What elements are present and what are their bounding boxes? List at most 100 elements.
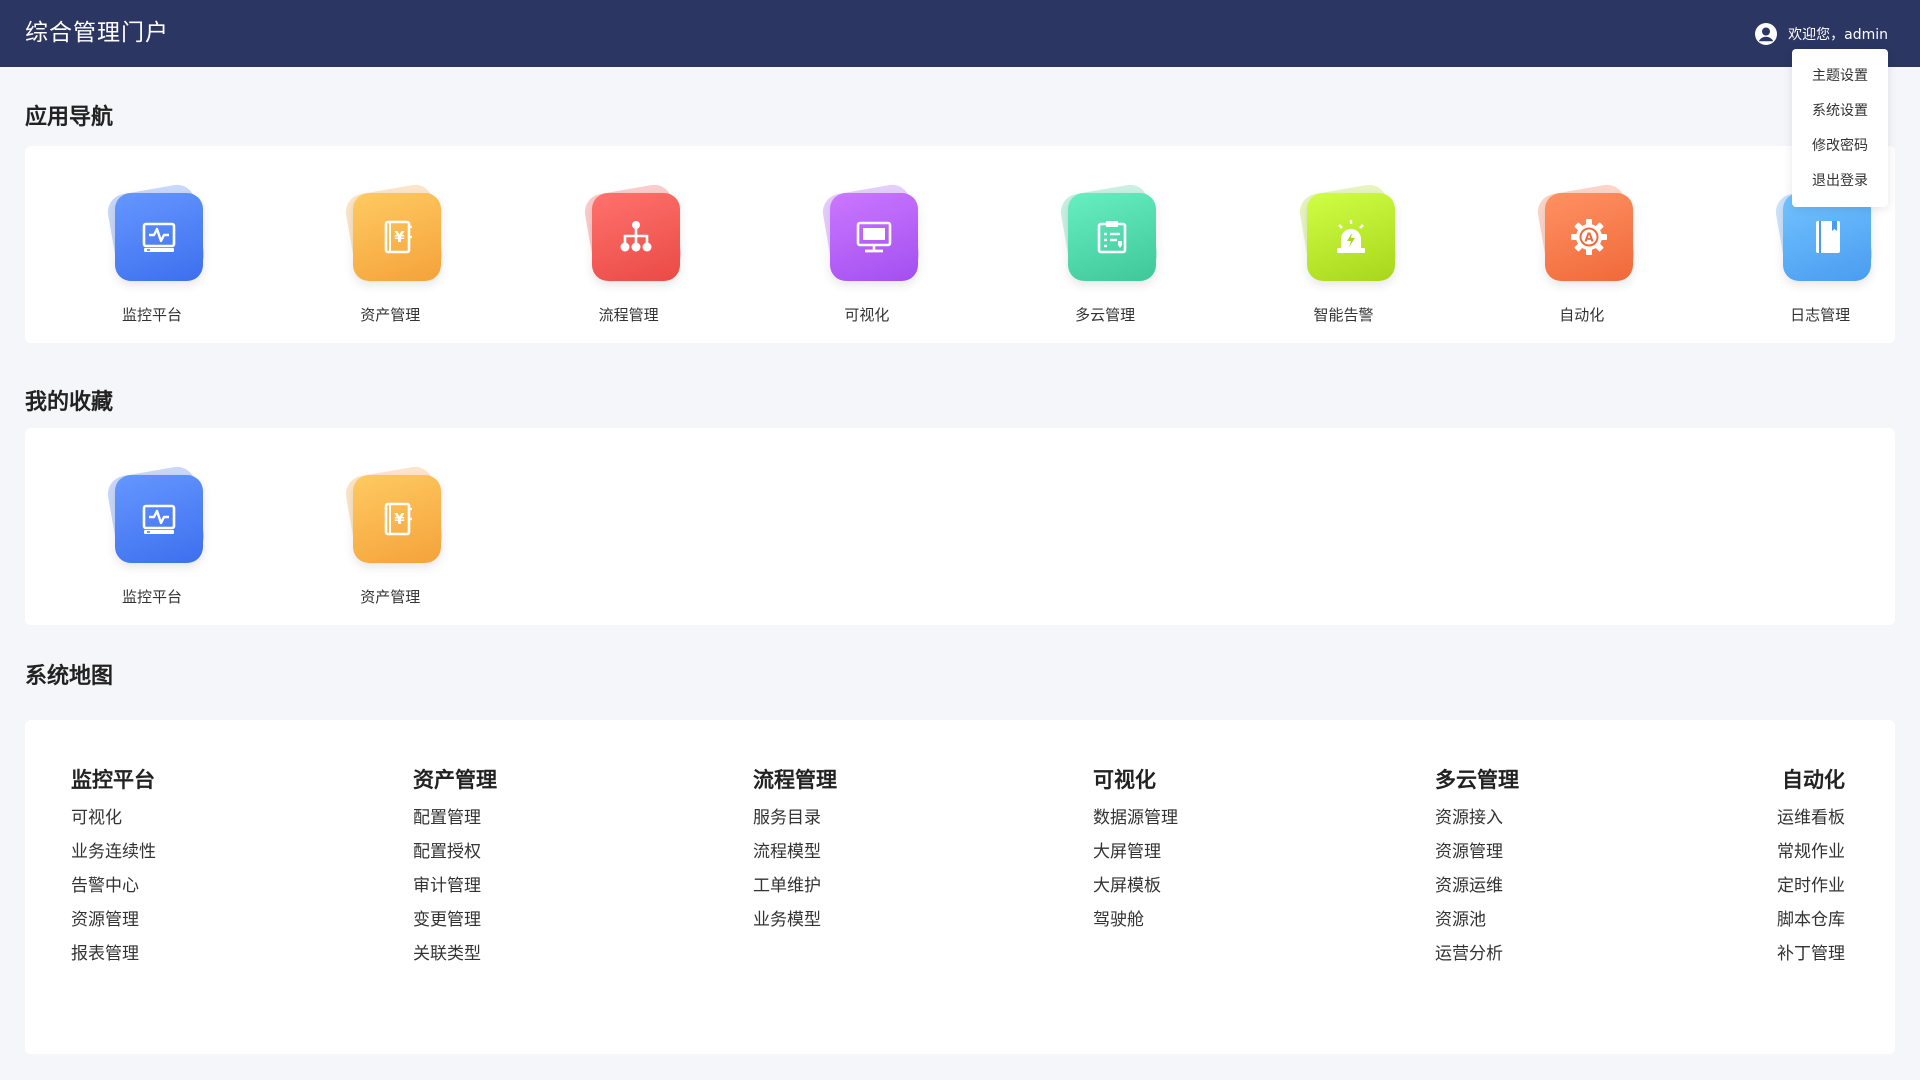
favorites-grid: 监控平台 ¥ 资产管理 [25, 428, 1895, 625]
app-tile [102, 463, 207, 566]
system-map-link[interactable]: 大屏管理 [1093, 842, 1161, 862]
app-label: 自动化 [1559, 306, 1605, 324]
system-map-link[interactable]: 报表管理 [71, 944, 139, 964]
app-nav-item-1[interactable]: 监控平台 [82, 181, 222, 325]
system-map-link[interactable]: 运营分析 [1435, 944, 1503, 964]
user-dropdown-menu: 主题设置 系统设置 修改密码 退出登录 [1792, 49, 1888, 207]
system-map-link[interactable]: 流程模型 [753, 842, 821, 862]
system-map-link[interactable]: 补丁管理 [1777, 944, 1845, 964]
app-nav-item-4[interactable]: 可视化 [797, 181, 937, 325]
auto-gear-icon: A [1544, 193, 1633, 281]
system-map-link[interactable]: 配置管理 [413, 808, 481, 828]
app-nav-item-5[interactable]: 多云管理 [1035, 181, 1175, 325]
menu-item-change-password[interactable]: 修改密码 [1812, 138, 1868, 154]
app-tile [1055, 181, 1161, 284]
system-map-card [25, 720, 1895, 1054]
app-label: 日志管理 [1790, 306, 1851, 324]
cloud-checklist-icon [1068, 193, 1157, 281]
system-map-column-title[interactable]: 多云管理 [1435, 768, 1519, 792]
system-map-column-title[interactable]: 监控平台 [71, 768, 155, 792]
svg-text:A: A [1584, 231, 1594, 245]
system-map-link[interactable]: 可视化 [71, 808, 122, 828]
menu-item-system-settings[interactable]: 系统设置 [1812, 103, 1868, 119]
user-menu-trigger[interactable]: 欢迎您，admin [1754, 0, 1888, 67]
menu-item-theme-settings[interactable]: 主题设置 [1812, 68, 1868, 84]
system-map-link[interactable]: 脚本仓库 [1777, 910, 1845, 930]
system-map-link[interactable]: 服务目录 [753, 808, 821, 828]
app-tile [1770, 181, 1876, 284]
monitor-pulse-icon [115, 193, 203, 281]
asset-ledger-icon: ¥ [353, 475, 442, 563]
system-map-link[interactable]: 数据源管理 [1093, 808, 1178, 828]
system-map-link[interactable]: 告警中心 [71, 876, 139, 896]
app-label: 监控平台 [121, 306, 182, 324]
screen-display-icon [829, 193, 918, 281]
app-nav-item-8[interactable]: 日志管理 [1750, 181, 1890, 325]
monitor-pulse-icon [115, 475, 203, 563]
user-avatar-icon [1755, 22, 1778, 45]
system-map-link[interactable]: 关联类型 [413, 944, 481, 964]
app-tile: A [1532, 181, 1637, 284]
app-tile [579, 181, 684, 284]
system-map-link[interactable]: 定时作业 [1777, 876, 1845, 896]
app-nav-item-3[interactable]: 流程管理 [559, 181, 699, 325]
app-nav-item-2[interactable]: ¥ 资产管理 [320, 181, 460, 325]
system-map-link[interactable]: 工单维护 [753, 876, 821, 896]
app-tile: ¥ [340, 181, 446, 284]
system-map-column-title[interactable]: 自动化 [1782, 768, 1845, 792]
system-map-link[interactable]: 大屏模板 [1093, 876, 1161, 896]
system-map-link[interactable]: 资源运维 [1435, 876, 1503, 896]
favorite-item-2[interactable]: ¥ 资产管理 [320, 463, 460, 607]
app-label: 多云管理 [1075, 306, 1136, 324]
system-map-link[interactable]: 变更管理 [413, 910, 481, 930]
asset-ledger-icon: ¥ [353, 193, 442, 281]
system-map-column-title[interactable]: 流程管理 [753, 768, 837, 792]
system-map-link[interactable]: 资源接入 [1435, 808, 1503, 828]
system-map-column: 监控平台可视化业务连续性告警中心资源管理报表管理 [71, 765, 291, 971]
section-title-favorites: 我的收藏 [25, 390, 114, 415]
system-map-column-title[interactable]: 资产管理 [413, 768, 497, 792]
favorite-item-1[interactable]: 监控平台 [82, 463, 222, 607]
system-map-column: 资产管理配置管理配置授权审计管理变更管理关联类型 [413, 765, 633, 971]
app-nav-item-7[interactable]: A 自动化 [1512, 181, 1652, 325]
app-tile: ¥ [340, 463, 446, 566]
flow-tree-icon [591, 193, 680, 281]
alarm-light-icon [1306, 193, 1395, 281]
system-map-link[interactable]: 运维看板 [1777, 808, 1845, 828]
top-bar: 综合管理门户 欢迎您，admin [0, 0, 1920, 67]
system-map-column: 流程管理服务目录流程模型工单维护业务模型 [753, 765, 973, 937]
portal-title: 综合管理门户 [25, 20, 169, 46]
app-label: 智能告警 [1313, 306, 1374, 324]
app-label: 资产管理 [360, 588, 421, 606]
system-map-column: 多云管理资源接入资源管理资源运维资源池运营分析 [1435, 765, 1655, 971]
section-title-app-nav: 应用导航 [25, 105, 114, 130]
svg-text:¥: ¥ [395, 510, 406, 528]
app-nav-item-6[interactable]: 智能告警 [1274, 181, 1414, 325]
app-tile [102, 181, 207, 284]
system-map-link[interactable]: 业务连续性 [71, 842, 156, 862]
app-label: 可视化 [844, 306, 890, 324]
section-title-system-map: 系统地图 [25, 664, 114, 689]
system-map-link[interactable]: 常规作业 [1777, 842, 1845, 862]
system-map-link[interactable]: 业务模型 [753, 910, 821, 930]
menu-item-logout[interactable]: 退出登录 [1812, 173, 1868, 189]
system-map-link[interactable]: 资源池 [1435, 910, 1486, 930]
system-map-link[interactable]: 驾驶舱 [1093, 910, 1144, 930]
app-label: 资产管理 [360, 306, 421, 324]
system-map-link[interactable]: 配置授权 [413, 842, 481, 862]
welcome-text: 欢迎您，admin [1788, 26, 1888, 43]
app-nav-card: 监控平台 ¥ 资产管理 流程管理 可视化 多云管理 智能告警 A 自动化 日志管理 [25, 146, 1895, 343]
favorites-card: 监控平台 ¥ 资产管理 [25, 428, 1895, 625]
system-map-column: 自动化运维看板常规作业定时作业脚本仓库补丁管理 [1625, 765, 1845, 971]
system-map-link[interactable]: 审计管理 [413, 876, 481, 896]
app-label: 流程管理 [598, 306, 659, 324]
log-book-icon [1783, 193, 1872, 281]
system-map-link[interactable]: 资源管理 [71, 910, 139, 930]
svg-text:¥: ¥ [395, 228, 406, 246]
system-map-column-title[interactable]: 可视化 [1093, 768, 1156, 792]
system-map-link[interactable]: 资源管理 [1435, 842, 1503, 862]
app-grid: 监控平台 ¥ 资产管理 流程管理 可视化 多云管理 智能告警 A 自动化 日志管理 [25, 146, 1895, 343]
app-tile [1294, 181, 1399, 284]
app-label: 监控平台 [121, 588, 182, 606]
system-map-column: 可视化数据源管理大屏管理大屏模板驾驶舱 [1093, 765, 1313, 937]
